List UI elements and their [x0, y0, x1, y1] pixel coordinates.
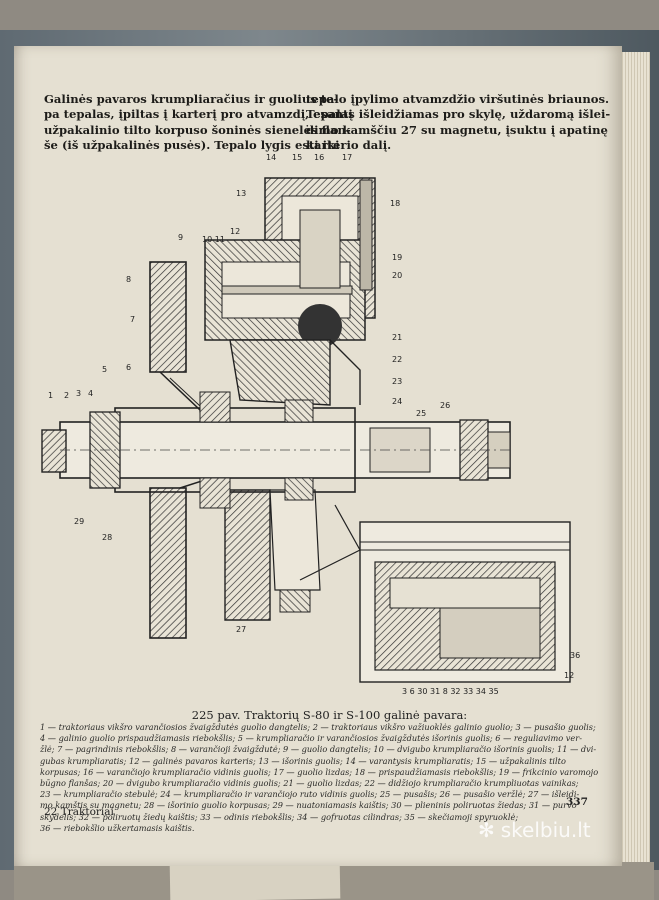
page-edges [620, 52, 650, 864]
label-16: 16 [314, 153, 324, 162]
label-10-11: 10 11 [202, 235, 225, 244]
text-column-right: tepalo įpylimo atvamzdžio viršutinės bri… [306, 92, 610, 153]
label-18: 18 [390, 199, 400, 208]
label-20: 20 [392, 271, 402, 280]
seal-detail-inset [359, 521, 571, 683]
label-13: 13 [236, 189, 246, 198]
label-3: 3 [76, 389, 81, 398]
label-2: 2 [64, 391, 69, 400]
inset-labels: 3 6 30 31 8 32 33 34 35 [402, 687, 499, 696]
legend-line: žlė; 7 — pagrindinis riebokšlis; 8 — var… [40, 744, 597, 755]
text-line: karterio dalį. [306, 137, 392, 152]
label-23: 23 [392, 377, 402, 386]
text-line: še (iš užpakalinės pusės). Tepalo lygis … [44, 137, 340, 152]
label-36: 36 [570, 651, 580, 660]
label-5: 5 [102, 365, 107, 374]
text-line: tepalo įpylimo atvamzdžio viršutinės bri… [306, 92, 610, 106]
final-drive-section-drawing: 14 15 16 17 13 18 12 9 10 11 19 20 8 7 2… [41, 153, 580, 696]
figure-legend: 1 — traktoriaus vikšro varančiosios žvai… [40, 722, 606, 834]
legend-line: 36 — riebokšlio užkertamasis kaištis. [40, 822, 195, 833]
legend-line: korpusas; 16 — varančiojo krumpliaračio … [40, 766, 599, 777]
label-17: 17 [342, 153, 352, 162]
part-number-labels: 14 15 16 17 13 18 12 9 10 11 19 20 8 7 2… [48, 153, 580, 696]
label-19: 19 [392, 253, 402, 262]
legend-line: 4 — galinio guolio prispaudžiamasis rieb… [40, 733, 582, 744]
lower-casing [224, 339, 361, 621]
legend-line: 1 — traktoriaus vikšro varančiosios žvai… [40, 722, 596, 732]
legend-line: būgno flanšas; 20 — dvigubo krumpliarači… [40, 778, 579, 789]
figure-caption-title: 225 pav. Traktorių S-80 ir S-100 galinė … [191, 708, 468, 722]
legend-line: gubas krumpliaratis; 12 — galinės pavaro… [40, 755, 566, 766]
label-8: 8 [126, 275, 131, 284]
label-14: 14 [266, 153, 276, 162]
label-28: 28 [102, 533, 112, 542]
label-25: 25 [416, 409, 426, 418]
label-9: 9 [178, 233, 183, 242]
label-29: 29 [74, 517, 84, 526]
text-column-left: Galinės pavaros krumpliaračius ir guoliu… [44, 92, 353, 153]
paper-scrap [169, 860, 341, 900]
label-26: 26 [440, 401, 450, 410]
label-6: 6 [126, 363, 131, 372]
text-line: dimo kamščiu 27 su magnetu, įsuktu į apa… [306, 122, 608, 137]
label-24: 24 [392, 397, 402, 406]
page-number: 337 [566, 796, 588, 808]
legend-line: 23 — krumpliaračio stebulė; 24 — krumpli… [40, 789, 580, 800]
label-7: 7 [130, 315, 135, 324]
label-15: 15 [292, 153, 302, 162]
upper-gear-housing [204, 177, 376, 348]
watermark-logo-icon: ✻ [478, 818, 495, 842]
label-12: 12 [230, 227, 240, 236]
text-line: pa tepalas, įpiltas į karterį pro atvamz… [44, 107, 353, 122]
signature-mark: 22 Traktoriai [44, 806, 114, 818]
text-line: užpakalinio tilto korpuso šoninės sienel… [44, 122, 351, 137]
legend-line: skydelis; 32 — poliruotų žiedų kaištis; … [40, 811, 519, 822]
label-12-inset: 12 [564, 671, 574, 680]
label-22: 22 [392, 355, 402, 364]
watermark: ✻ skelbiu.lt [478, 818, 591, 842]
text-line: Galinės pavaros krumpliaračius ir guoliu… [44, 92, 339, 106]
legend-line: mo kamštis su magnetu; 28 — išorinio guo… [40, 800, 577, 811]
watermark-text: skelbiu.lt [500, 818, 591, 842]
label-21: 21 [392, 333, 402, 342]
drive-sprocket [149, 261, 216, 639]
label-1: 1 [48, 391, 53, 400]
text-line: Tepalas išleidžiamas pro skylę, uždaromą… [306, 107, 611, 122]
label-27: 27 [236, 625, 246, 634]
main-shaft [41, 391, 511, 509]
label-4: 4 [88, 389, 93, 398]
